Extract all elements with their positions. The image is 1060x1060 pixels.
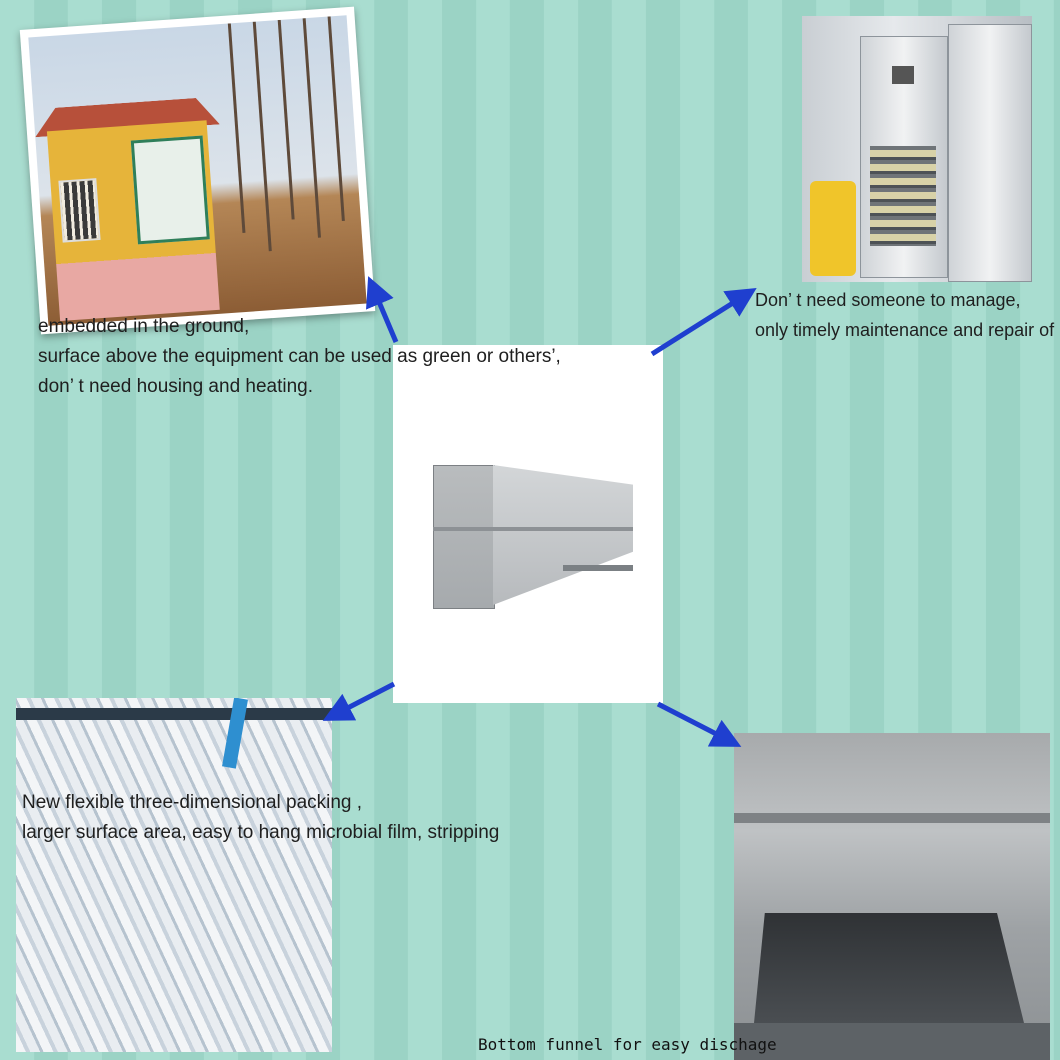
packing-caption: New flexible three-dimensional packing ,… xyxy=(22,788,499,848)
cabinet-open-door xyxy=(948,24,1032,282)
cabinet-photo xyxy=(802,16,1032,282)
caption-line: embedded in the ground, xyxy=(38,316,250,337)
funnel-photo xyxy=(734,733,1050,1060)
caption-line: surface above the equipment can be used … xyxy=(38,346,561,367)
funnel-floor xyxy=(734,1023,1050,1060)
arrow-icon xyxy=(366,276,399,343)
packing-photo xyxy=(16,698,332,1052)
caption-line: New flexible three-dimensional packing , xyxy=(22,792,363,813)
caption-line: only timely maintenance and repair of it xyxy=(755,320,1060,340)
packing-support-bar xyxy=(16,708,332,720)
caption-line: Don’ t need someone to manage, xyxy=(755,290,1021,310)
arrow-icon xyxy=(650,288,757,357)
arrow-icon xyxy=(656,701,742,747)
funnel-caption: Bottom funnel for easy dischage xyxy=(478,1035,777,1054)
tank-front xyxy=(433,465,495,609)
tank-band xyxy=(433,527,633,531)
chemical-barrel xyxy=(810,181,856,276)
tank-pipe xyxy=(563,565,633,571)
funnel-ledge xyxy=(734,813,1050,823)
manage-caption: Don’ t need someone to manage, only time… xyxy=(755,285,1060,345)
ground-caption: embedded in the ground, surface above th… xyxy=(38,312,561,402)
product-photo xyxy=(393,345,663,703)
caption-line: don’ t need housing and heating. xyxy=(38,376,314,397)
cabinet-screen xyxy=(892,66,914,84)
funnel-opening xyxy=(754,913,1024,1023)
cabinet-terminals xyxy=(870,146,936,246)
caption-line: larger surface area, easy to hang microb… xyxy=(22,822,500,843)
arrow-icon xyxy=(322,681,396,721)
